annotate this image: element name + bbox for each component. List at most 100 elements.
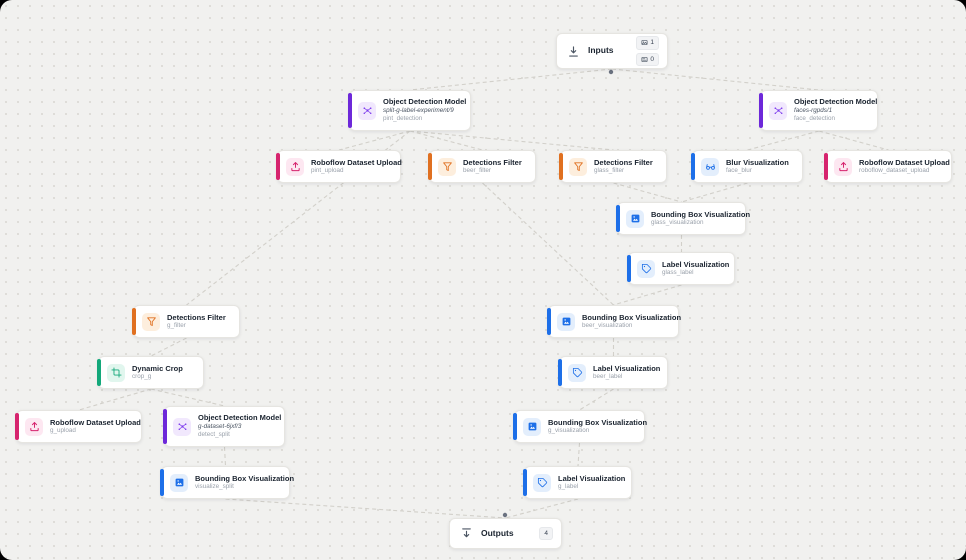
node-ref: pint_upload bbox=[311, 167, 344, 175]
node-title: Object Detection Model bbox=[383, 97, 467, 107]
node-title: Label Visualization bbox=[593, 363, 661, 373]
bbox-icon bbox=[557, 312, 575, 331]
node-title: Label Visualization bbox=[558, 473, 626, 483]
model-icon bbox=[358, 101, 376, 120]
tag-icon bbox=[637, 259, 655, 278]
edge-glass_filter-glass_visualization bbox=[613, 182, 682, 203]
accent-bar bbox=[691, 153, 695, 180]
node-title: Detections Filter bbox=[167, 312, 226, 322]
blur-icon bbox=[701, 157, 719, 176]
accent-bar bbox=[547, 308, 551, 335]
badge-value: 0 bbox=[650, 55, 654, 63]
node-ref: g_filter bbox=[167, 322, 186, 330]
connection-port[interactable] bbox=[608, 69, 614, 75]
node-title: Roboflow Dataset Upload bbox=[50, 417, 141, 427]
node-ref: glass_visualization bbox=[651, 219, 704, 227]
badge: 0 bbox=[636, 52, 659, 66]
edge-glass_label-beer_visualization bbox=[613, 284, 682, 306]
node-ref: glass_label bbox=[662, 269, 694, 277]
badge-value: 4 bbox=[544, 529, 548, 537]
node-title: Bounding Box Visualization bbox=[548, 417, 648, 427]
node-model-id: split-g-label-experiment/9 bbox=[383, 107, 454, 115]
upload-icon bbox=[834, 157, 852, 176]
edge-pint_detection-pint_upload bbox=[338, 130, 411, 151]
node-title: Object Detection Model bbox=[794, 97, 878, 107]
connection-port[interactable] bbox=[502, 512, 508, 518]
accent-bar bbox=[513, 413, 517, 440]
accent-bar bbox=[428, 153, 432, 180]
node-title: Bounding Box Visualization bbox=[651, 209, 751, 219]
edge-beer_filter-beer_visualization bbox=[482, 182, 614, 306]
tag-icon bbox=[533, 473, 551, 492]
image-icon bbox=[641, 39, 648, 46]
edge-g_filter-crop_g bbox=[150, 337, 187, 357]
node-title: Blur Visualization bbox=[726, 157, 789, 167]
edge-inputs-face_detection bbox=[611, 68, 820, 91]
node-title: Bounding Box Visualization bbox=[582, 312, 682, 322]
accent-bar bbox=[97, 359, 101, 386]
accent-bar bbox=[276, 153, 280, 180]
accent-bar bbox=[559, 153, 563, 180]
node-ref: face_detection bbox=[794, 115, 835, 123]
filter-icon bbox=[438, 157, 456, 176]
badge: 1 bbox=[636, 36, 659, 50]
bbox-icon bbox=[626, 209, 644, 228]
accent-bar bbox=[759, 93, 763, 128]
accent-bar bbox=[160, 469, 164, 496]
node-ref: crop_g bbox=[132, 373, 152, 381]
accent-bar bbox=[824, 153, 828, 180]
edge-detect_split-visualize_split bbox=[223, 446, 227, 467]
node-outputs[interactable]: Outputs 4 bbox=[449, 518, 562, 549]
node-title: Bounding Box Visualization bbox=[195, 473, 295, 483]
edge-beer_label-g_visualization bbox=[579, 388, 614, 411]
upload-icon bbox=[286, 157, 304, 176]
edge-face_blur-glass_visualization bbox=[681, 182, 748, 203]
bbox-icon bbox=[170, 473, 188, 492]
node-ref: face_blur bbox=[726, 167, 752, 175]
node-ref: g_upload bbox=[50, 427, 76, 435]
bbox-icon bbox=[523, 417, 541, 436]
badge: 4 bbox=[539, 526, 553, 541]
edge-face_detection-face_blur bbox=[747, 130, 820, 151]
accent-bar bbox=[15, 413, 19, 440]
edge-pint_detection-glass_filter bbox=[409, 130, 614, 151]
node-title: Outputs bbox=[481, 527, 514, 538]
output-icon bbox=[458, 526, 474, 542]
node-title: Roboflow Dataset Upload bbox=[311, 157, 402, 167]
filter-icon bbox=[569, 157, 587, 176]
